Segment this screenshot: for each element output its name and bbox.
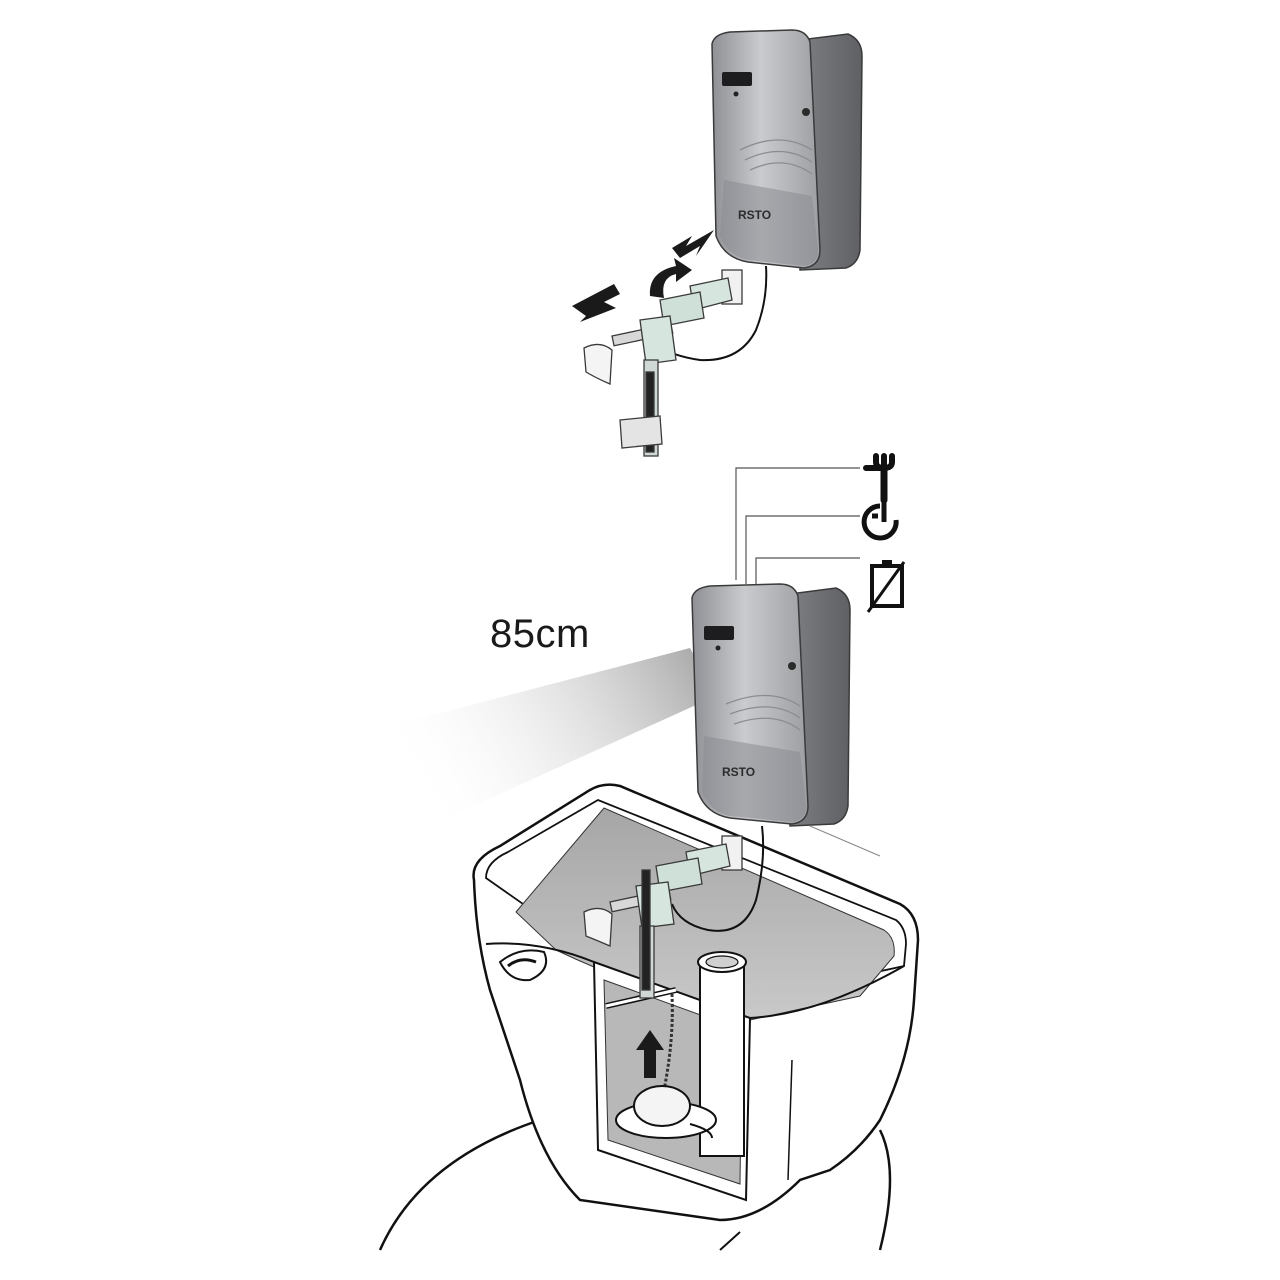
flush-mechanism-top [583, 269, 743, 457]
indicator-led [715, 645, 721, 651]
status-legend [735, 453, 906, 613]
legend-line-wrench [735, 467, 860, 580]
flapper-valve [615, 1085, 717, 1139]
toilet-bowl-outline [378, 1118, 600, 1251]
wall-line [809, 825, 881, 857]
flush-mechanism-bottom [583, 835, 743, 999]
screw-icon [788, 662, 796, 670]
cable-top [659, 265, 768, 362]
lift-chain [662, 993, 674, 1091]
flush-handle [498, 949, 548, 982]
brand-label-top: RSTO [738, 208, 771, 222]
display-window [704, 626, 734, 640]
arrow-left-icon [572, 284, 620, 322]
indicator-led [733, 91, 739, 97]
screw-icon [802, 108, 810, 116]
detection-beam [360, 648, 716, 830]
arrow-up-icon [636, 1030, 664, 1078]
sensor-distance-label: 85cm [490, 612, 590, 656]
wrench-icon [863, 453, 895, 504]
cable-bottom [671, 825, 765, 932]
movement-arrows [572, 230, 714, 322]
sensor-unit-top: RSTO [711, 29, 863, 271]
brand-label-bottom: RSTO [722, 765, 755, 779]
power-icon [861, 500, 899, 541]
low-battery-icon [866, 560, 906, 613]
arrow-right-icon [672, 230, 714, 258]
legend-line-power [745, 515, 860, 584]
toilet-tank [378, 783, 920, 1251]
arrow-rotate-icon [649, 258, 692, 298]
display-window [722, 72, 752, 86]
sensor-unit-bottom: RSTO [691, 583, 851, 827]
legend-line-battery [755, 557, 860, 588]
